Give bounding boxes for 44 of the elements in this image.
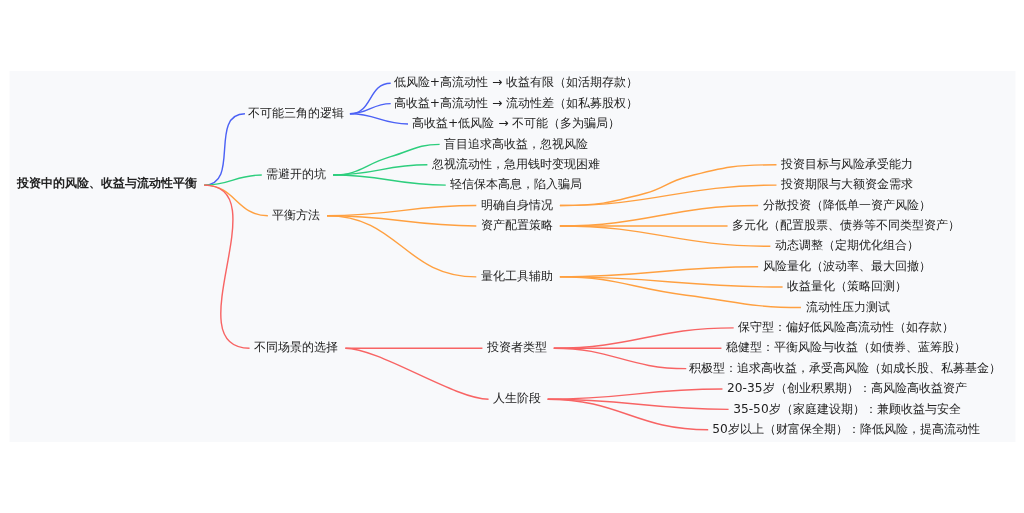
node-text: 35-50岁（家庭建设期）：兼顾收益与安全 [732, 401, 961, 416]
node-text: 需避开的坑 [265, 167, 326, 182]
node-text: 资产配置策略 [480, 218, 553, 233]
node-text: 流动性压力测试 [805, 299, 890, 314]
node-text: 不可能三角的逻辑 [247, 105, 344, 120]
node-text: 50岁以上（财富保全期）：降低风险，提高流动性 [711, 421, 980, 436]
node-text: 平衡方法 [271, 207, 320, 222]
connector [325, 215, 477, 278]
node-text: 明确自身情况 [480, 197, 553, 212]
node-text: 动态调整（定期优化组合） [774, 238, 919, 253]
connector [552, 327, 734, 349]
node-text: 高收益+低风险 → 不可能（多为骗局） [411, 116, 620, 131]
node-text: 20-35岁（创业积累期）：高风险高收益资产 [726, 381, 967, 396]
connector [558, 276, 802, 309]
node-text: 不同场景的选择 [253, 340, 338, 355]
node-text: 收益量化（策略回测） [786, 279, 907, 294]
connector [546, 398, 709, 431]
node-text: 稳健型：平衡风险与收益（如债券、蓝筹股） [725, 340, 966, 355]
node-text: 量化工具辅助 [480, 269, 553, 284]
node-text: 低风险+高流动性 → 收益有限（如活期存款） [393, 75, 638, 90]
node-text: 人生阶段 [492, 391, 541, 406]
node-text: 投资期限与大额资金需求 [780, 177, 913, 192]
connector [344, 347, 489, 400]
node-text: 分散投资（降低单一资产风险） [762, 197, 931, 212]
node-text: 投资中的风险、收益与流动性平衡 [16, 176, 197, 191]
connector [558, 164, 777, 207]
node-text: 风险量化（波动率、最大回撤） [762, 258, 931, 273]
node-text: 高收益+高流动性 → 流动性差（如私募股权） [393, 95, 638, 110]
connector [348, 113, 409, 125]
node-text: 积极型：追求高收益，承受高风险（如成长股、私募基金） [688, 360, 1001, 375]
node-text: 投资目标与风险承受能力 [780, 156, 913, 171]
node-text: 忽视流动性，急用钱时变现困难 [431, 156, 600, 171]
node-text: 多元化（配置股票、债券等不同类型资产） [731, 218, 960, 233]
connector [558, 184, 777, 207]
connector [202, 174, 262, 186]
connector [558, 225, 771, 248]
connector [552, 347, 687, 370]
connector [331, 174, 446, 186]
node-text: 盲目追求高收益，忽视风险 [443, 136, 588, 151]
node-text: 投资者类型 [486, 340, 547, 355]
node-text: 轻信保本高息，陷入骗局 [449, 177, 582, 192]
connector [202, 184, 250, 349]
connector [546, 398, 729, 411]
node-text: 保守型：偏好低风险高流动性（如存款） [737, 320, 954, 335]
